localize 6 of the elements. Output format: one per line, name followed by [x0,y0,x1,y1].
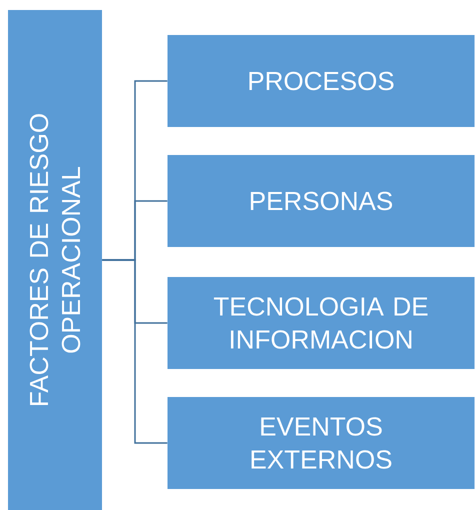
connector-line [102,259,168,444]
factor-box: PERSONAS [168,155,474,247]
factor-box: EVENTOS EXTERNOS [168,397,474,489]
factor-box: PROCESOS [168,35,474,127]
category-box: FACTORES DE RIESGO OPERACIONAL [8,10,102,510]
factor-box: TECNOLOGIA DE INFORMACION [168,277,474,369]
